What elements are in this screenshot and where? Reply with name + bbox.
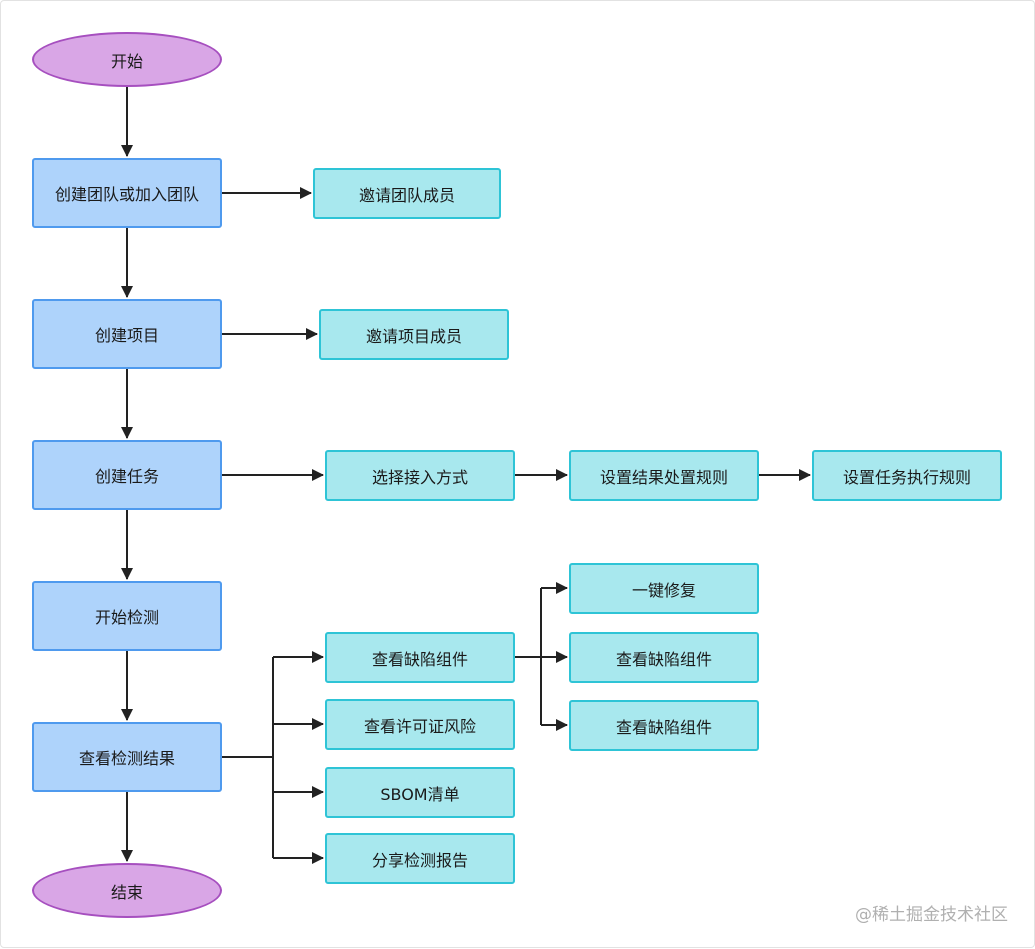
sbom-node: SBOM清单 — [325, 767, 515, 818]
create-team-node: 创建团队或加入团队 — [32, 158, 222, 228]
result-rules-node: 设置结果处置规则 — [569, 450, 759, 501]
start-scan-node: 开始检测 — [32, 581, 222, 651]
license-risk-node: 查看许可证风险 — [325, 699, 515, 750]
view-results-node: 查看检测结果 — [32, 722, 222, 792]
watermark: @稀土掘金技术社区 — [855, 905, 1008, 925]
create-task-node: 创建任务 — [32, 440, 222, 510]
end-node: 结束 — [32, 863, 222, 918]
view-defects-node: 查看缺陷组件 — [325, 632, 515, 683]
view-defects-2-node: 查看缺陷组件 — [569, 632, 759, 683]
exec-rules-node: 设置任务执行规则 — [812, 450, 1002, 501]
create-project-node: 创建项目 — [32, 299, 222, 369]
one-click-fix-node: 一键修复 — [569, 563, 759, 614]
access-method-node: 选择接入方式 — [325, 450, 515, 501]
share-report-node: 分享检测报告 — [325, 833, 515, 884]
invite-team-node: 邀请团队成员 — [313, 168, 501, 219]
invite-project-node: 邀请项目成员 — [319, 309, 509, 360]
view-defects-3-node: 查看缺陷组件 — [569, 700, 759, 751]
start-node: 开始 — [32, 32, 222, 87]
